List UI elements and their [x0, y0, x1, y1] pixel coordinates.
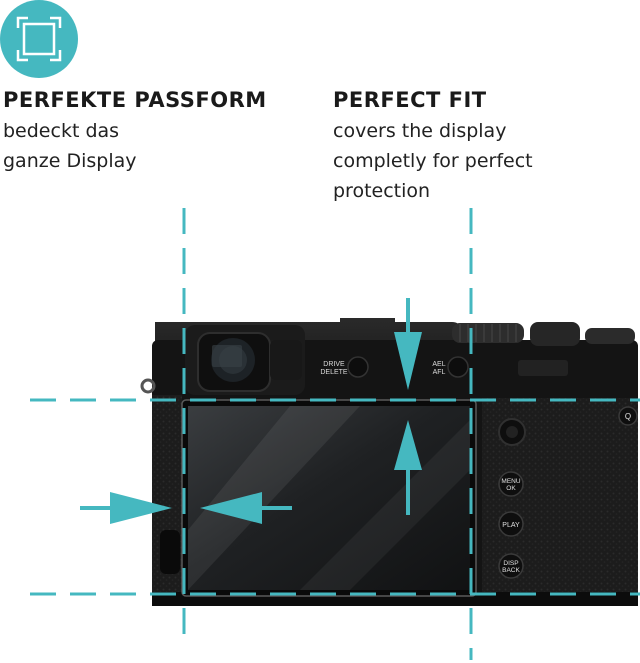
back-label: BACK: [502, 567, 520, 574]
play-label: PLAY: [502, 522, 520, 529]
german-line-2: ganze Display: [3, 150, 137, 172]
english-line-3: protection: [333, 180, 431, 202]
ok-label: OK: [506, 485, 516, 492]
afl-label: AFL: [433, 369, 446, 376]
delete-label: DELETE: [320, 369, 348, 376]
disp-label: DISP: [503, 560, 518, 567]
fit-frame-icon: [0, 0, 78, 78]
german-line-1: bedeckt das: [3, 120, 120, 142]
heading-german: PERFEKTE PASSFORM: [3, 88, 267, 112]
ael-label: AEL: [432, 361, 445, 368]
english-line-2: completly for perfect: [333, 150, 533, 172]
drive-label: DRIVE: [323, 361, 345, 368]
english-line-1: covers the display: [333, 120, 507, 142]
q-label: Q: [625, 412, 631, 421]
menu-label: MENU: [501, 478, 520, 485]
camera-illustration: DRIVE DELETE AEL AFL MENU OK PLAY DISP B…: [30, 208, 640, 660]
heading-english: PERFECT FIT: [333, 88, 487, 112]
